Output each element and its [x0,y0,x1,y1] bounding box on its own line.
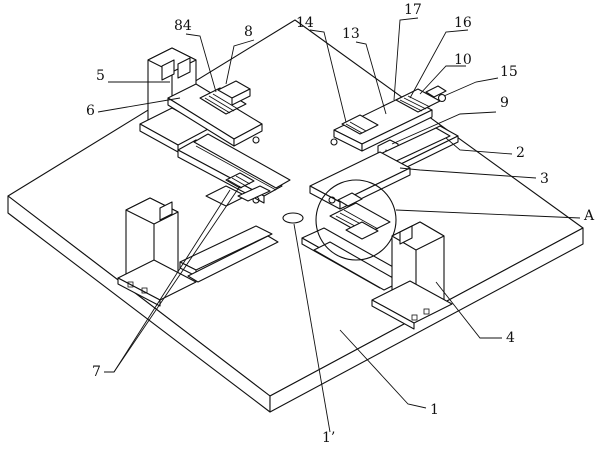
leader-line-A [395,209,581,219]
label-1: 1 [430,402,439,418]
leader-line-84 [185,33,217,93]
label-A: A [583,208,595,224]
label-10: 10 [454,52,472,68]
leader-line-1 [339,329,427,409]
leader-line-1p [293,223,331,433]
leader-line-3 [399,167,537,179]
leader-line-2 [445,137,513,155]
label-16: 16 [454,15,472,31]
label-6: 6 [86,103,95,119]
leader-line-4 [435,281,502,339]
label-84: 84 [174,18,192,34]
label-5: 5 [96,68,105,84]
leader-line-8 [225,39,255,85]
label-17: 17 [404,2,422,18]
label-14: 14 [296,15,314,31]
leader-line-7b [113,185,241,373]
leader-line-17 [393,17,419,101]
label-4: 4 [506,330,515,346]
label-15: 15 [500,64,518,80]
label-9: 9 [500,95,509,111]
leader-line-14 [309,29,347,123]
label-3: 3 [540,171,549,187]
leader-line-9 [391,111,497,145]
lower-left-unit [117,172,279,307]
reference-labels: 84 8 5 6 14 13 17 16 10 15 9 23A 4 7 1 1’ [86,2,595,446]
leader-line-13 [355,41,387,115]
leader-lines [97,17,581,433]
label-7: 7 [92,364,101,380]
upper-right-unit [309,85,459,210]
lower-right-unit [301,179,453,330]
label-1p: 1’ [322,430,335,446]
leader-line-15 [443,77,499,97]
label-8: 8 [244,24,253,40]
leader-line-10 [419,65,466,95]
detail-circle-a [315,179,397,261]
label-13: 13 [342,26,360,42]
label-2: 2 [516,145,525,161]
center-hole [282,212,304,224]
base-plate [7,19,584,413]
upper-left-unit [139,47,291,204]
leader-line-16 [409,29,469,99]
leader-line-6 [97,97,181,113]
